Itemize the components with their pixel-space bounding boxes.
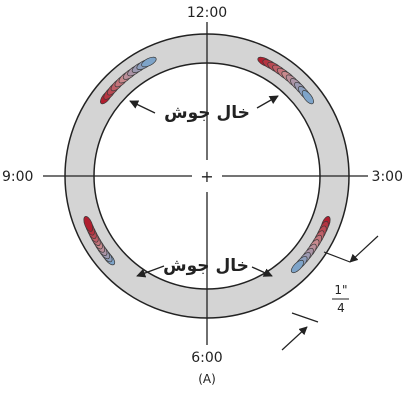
arrow-upper-left	[129, 100, 156, 114]
dimension-denominator: 4	[337, 301, 345, 315]
label-9-oclock: 9:00	[2, 169, 33, 185]
weld-bead	[141, 56, 157, 68]
center-mark: +	[200, 167, 213, 186]
weld-bead	[83, 216, 94, 232]
label-6-oclock: 6:00	[191, 350, 222, 366]
weld-bead	[290, 259, 305, 274]
crosshair	[43, 22, 368, 345]
tack-welds	[83, 56, 331, 274]
label-3-oclock: 3:00	[372, 169, 403, 185]
label-12-oclock: 12:00	[187, 5, 227, 21]
wall-thickness-dimension	[281, 235, 379, 351]
tack-weld-lower-left	[83, 216, 116, 266]
tack-weld-label-upper: خال جوش	[164, 103, 250, 123]
tack-weld-label-lower: خال جوش	[163, 256, 249, 276]
tack-arrows	[129, 95, 279, 278]
weld-bead	[301, 90, 314, 105]
arrow-lower-right	[251, 266, 273, 277]
arrow-lower-left	[136, 265, 165, 278]
dimension-numerator: 1"	[334, 283, 347, 297]
figure-caption: (A)	[198, 372, 216, 386]
arrow-upper-right	[256, 95, 279, 109]
tack-weld-lower-right	[290, 216, 331, 274]
tack-weld-upper-right	[257, 56, 314, 105]
tack-weld-upper-left	[100, 56, 157, 105]
